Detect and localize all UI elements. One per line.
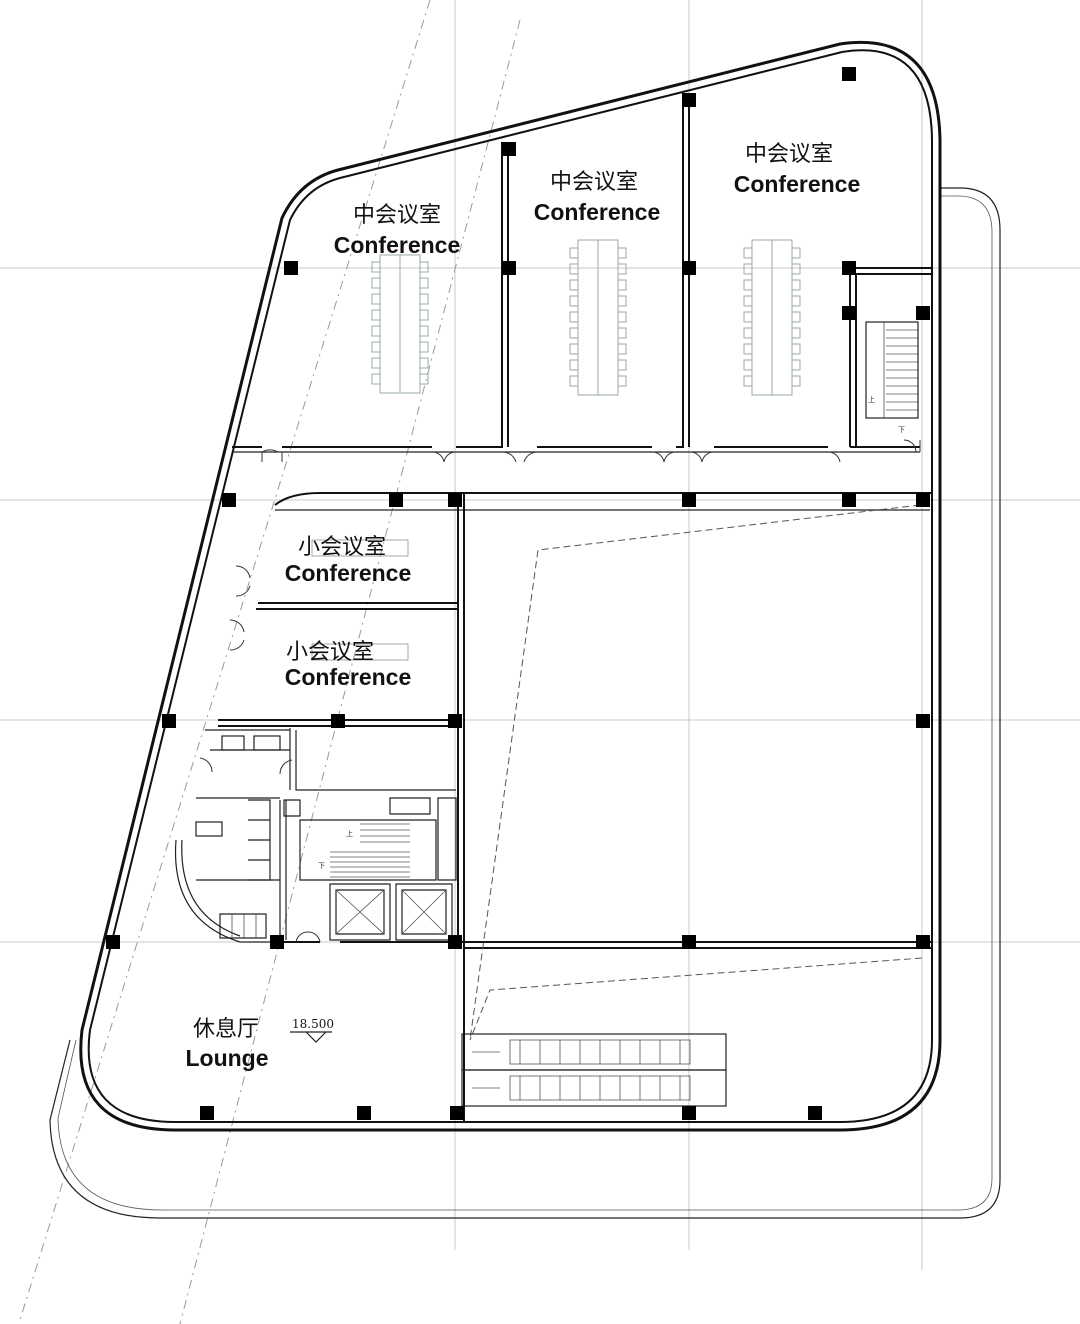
stair-treads-ne <box>883 322 918 418</box>
stair-treads-core <box>330 823 410 878</box>
stair-marks: 上 下 上 下 <box>318 395 905 870</box>
building-envelope <box>79 41 942 1132</box>
core-stair-up-mark: 上 <box>346 829 353 838</box>
room-labels: 中会议室 Conference 中会议室 Conference 中会议室 Con… <box>185 142 860 1071</box>
conference-tables <box>311 239 801 661</box>
table-conf3 <box>743 239 801 396</box>
room-conf2-en: Conference <box>534 199 661 225</box>
table-conf1 <box>371 254 429 394</box>
room-small2-cn: 小会议室 <box>286 640 374 665</box>
columns <box>106 67 930 1120</box>
interior-walls <box>174 96 932 1122</box>
void-outline <box>469 504 923 1041</box>
site-outline <box>49 187 1001 1219</box>
room-lounge-cn: 休息厅 <box>193 1017 259 1042</box>
room-small2-en: Conference <box>285 664 412 690</box>
table-conf2 <box>569 239 627 396</box>
stair-down-mark: 下 <box>898 426 905 434</box>
room-small1-cn: 小会议室 <box>298 535 386 560</box>
room-lounge-en: Lounge <box>185 1045 268 1071</box>
level-value: 18.500 <box>292 1017 334 1031</box>
room-conf3-cn: 中会议室 <box>745 142 833 167</box>
core-stair-down-mark: 下 <box>318 862 325 870</box>
stair-up-mark: 上 <box>868 395 875 404</box>
escalators <box>461 1033 727 1107</box>
doors <box>199 439 921 943</box>
room-conf2-cn: 中会议室 <box>550 170 638 195</box>
room-conf3-en: Conference <box>734 171 861 197</box>
level-marker: 18.500 <box>290 1017 334 1043</box>
room-small1-en: Conference <box>285 560 412 586</box>
room-conf1-cn: 中会议室 <box>353 203 441 228</box>
room-conf1-en: Conference <box>334 232 461 258</box>
